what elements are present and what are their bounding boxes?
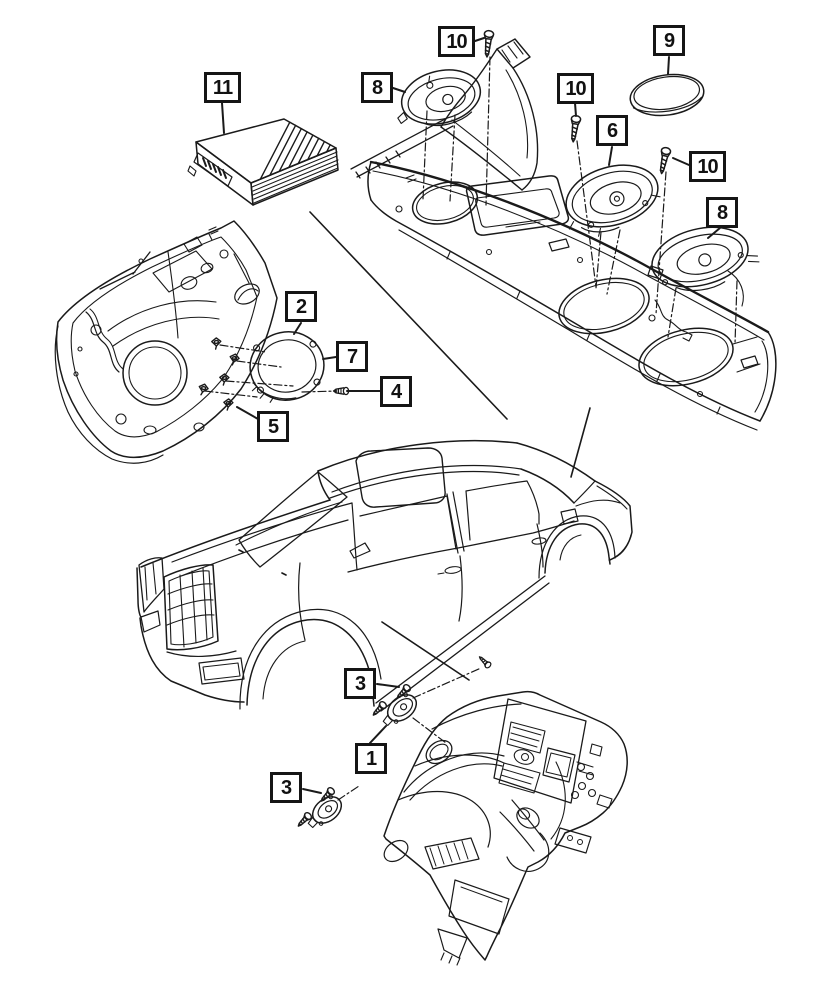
callout-10-middle: 10 [557, 73, 594, 104]
amplifier-illustration [187, 118, 339, 206]
callout-3-upper: 3 [344, 668, 376, 699]
callout-6: 6 [596, 115, 628, 146]
callout-2: 2 [285, 291, 317, 322]
callout-leader-lines [221, 37, 721, 794]
callout-11: 11 [204, 72, 241, 103]
speaker-8-left-illustration [397, 69, 482, 127]
speaker-8-right-illustration [651, 226, 760, 292]
speaker-ring-illustration [249, 331, 325, 403]
callout-10-top: 10 [438, 26, 475, 57]
callout-8-left: 8 [361, 72, 393, 103]
sail-panel-illustration [440, 38, 539, 191]
door-panel-illustration [54, 220, 278, 464]
rear-deck-strip [350, 117, 454, 179]
car-body-illustration [136, 439, 633, 712]
callout-7: 7 [336, 341, 368, 372]
speaker-6-illustration [565, 164, 661, 237]
assembly-center-lines [422, 56, 738, 345]
locator-lines [309, 211, 591, 681]
instrument-panel-illustration [383, 690, 628, 966]
callout-3-lower: 3 [270, 772, 302, 803]
callout-5: 5 [257, 411, 289, 442]
grille-9-illustration [629, 73, 705, 117]
tweeter-center-lines [337, 667, 482, 801]
tweeter-upper-illustration [382, 692, 418, 727]
screw-4-illustration [332, 386, 350, 396]
callout-4: 4 [380, 376, 412, 407]
door-assembly-center-lines [204, 344, 338, 398]
callout-9: 9 [653, 25, 685, 56]
callout-1: 1 [355, 743, 387, 774]
rear-shelf-illustration [367, 160, 777, 431]
callout-8-right: 8 [706, 197, 738, 228]
callout-10-right: 10 [689, 151, 726, 182]
